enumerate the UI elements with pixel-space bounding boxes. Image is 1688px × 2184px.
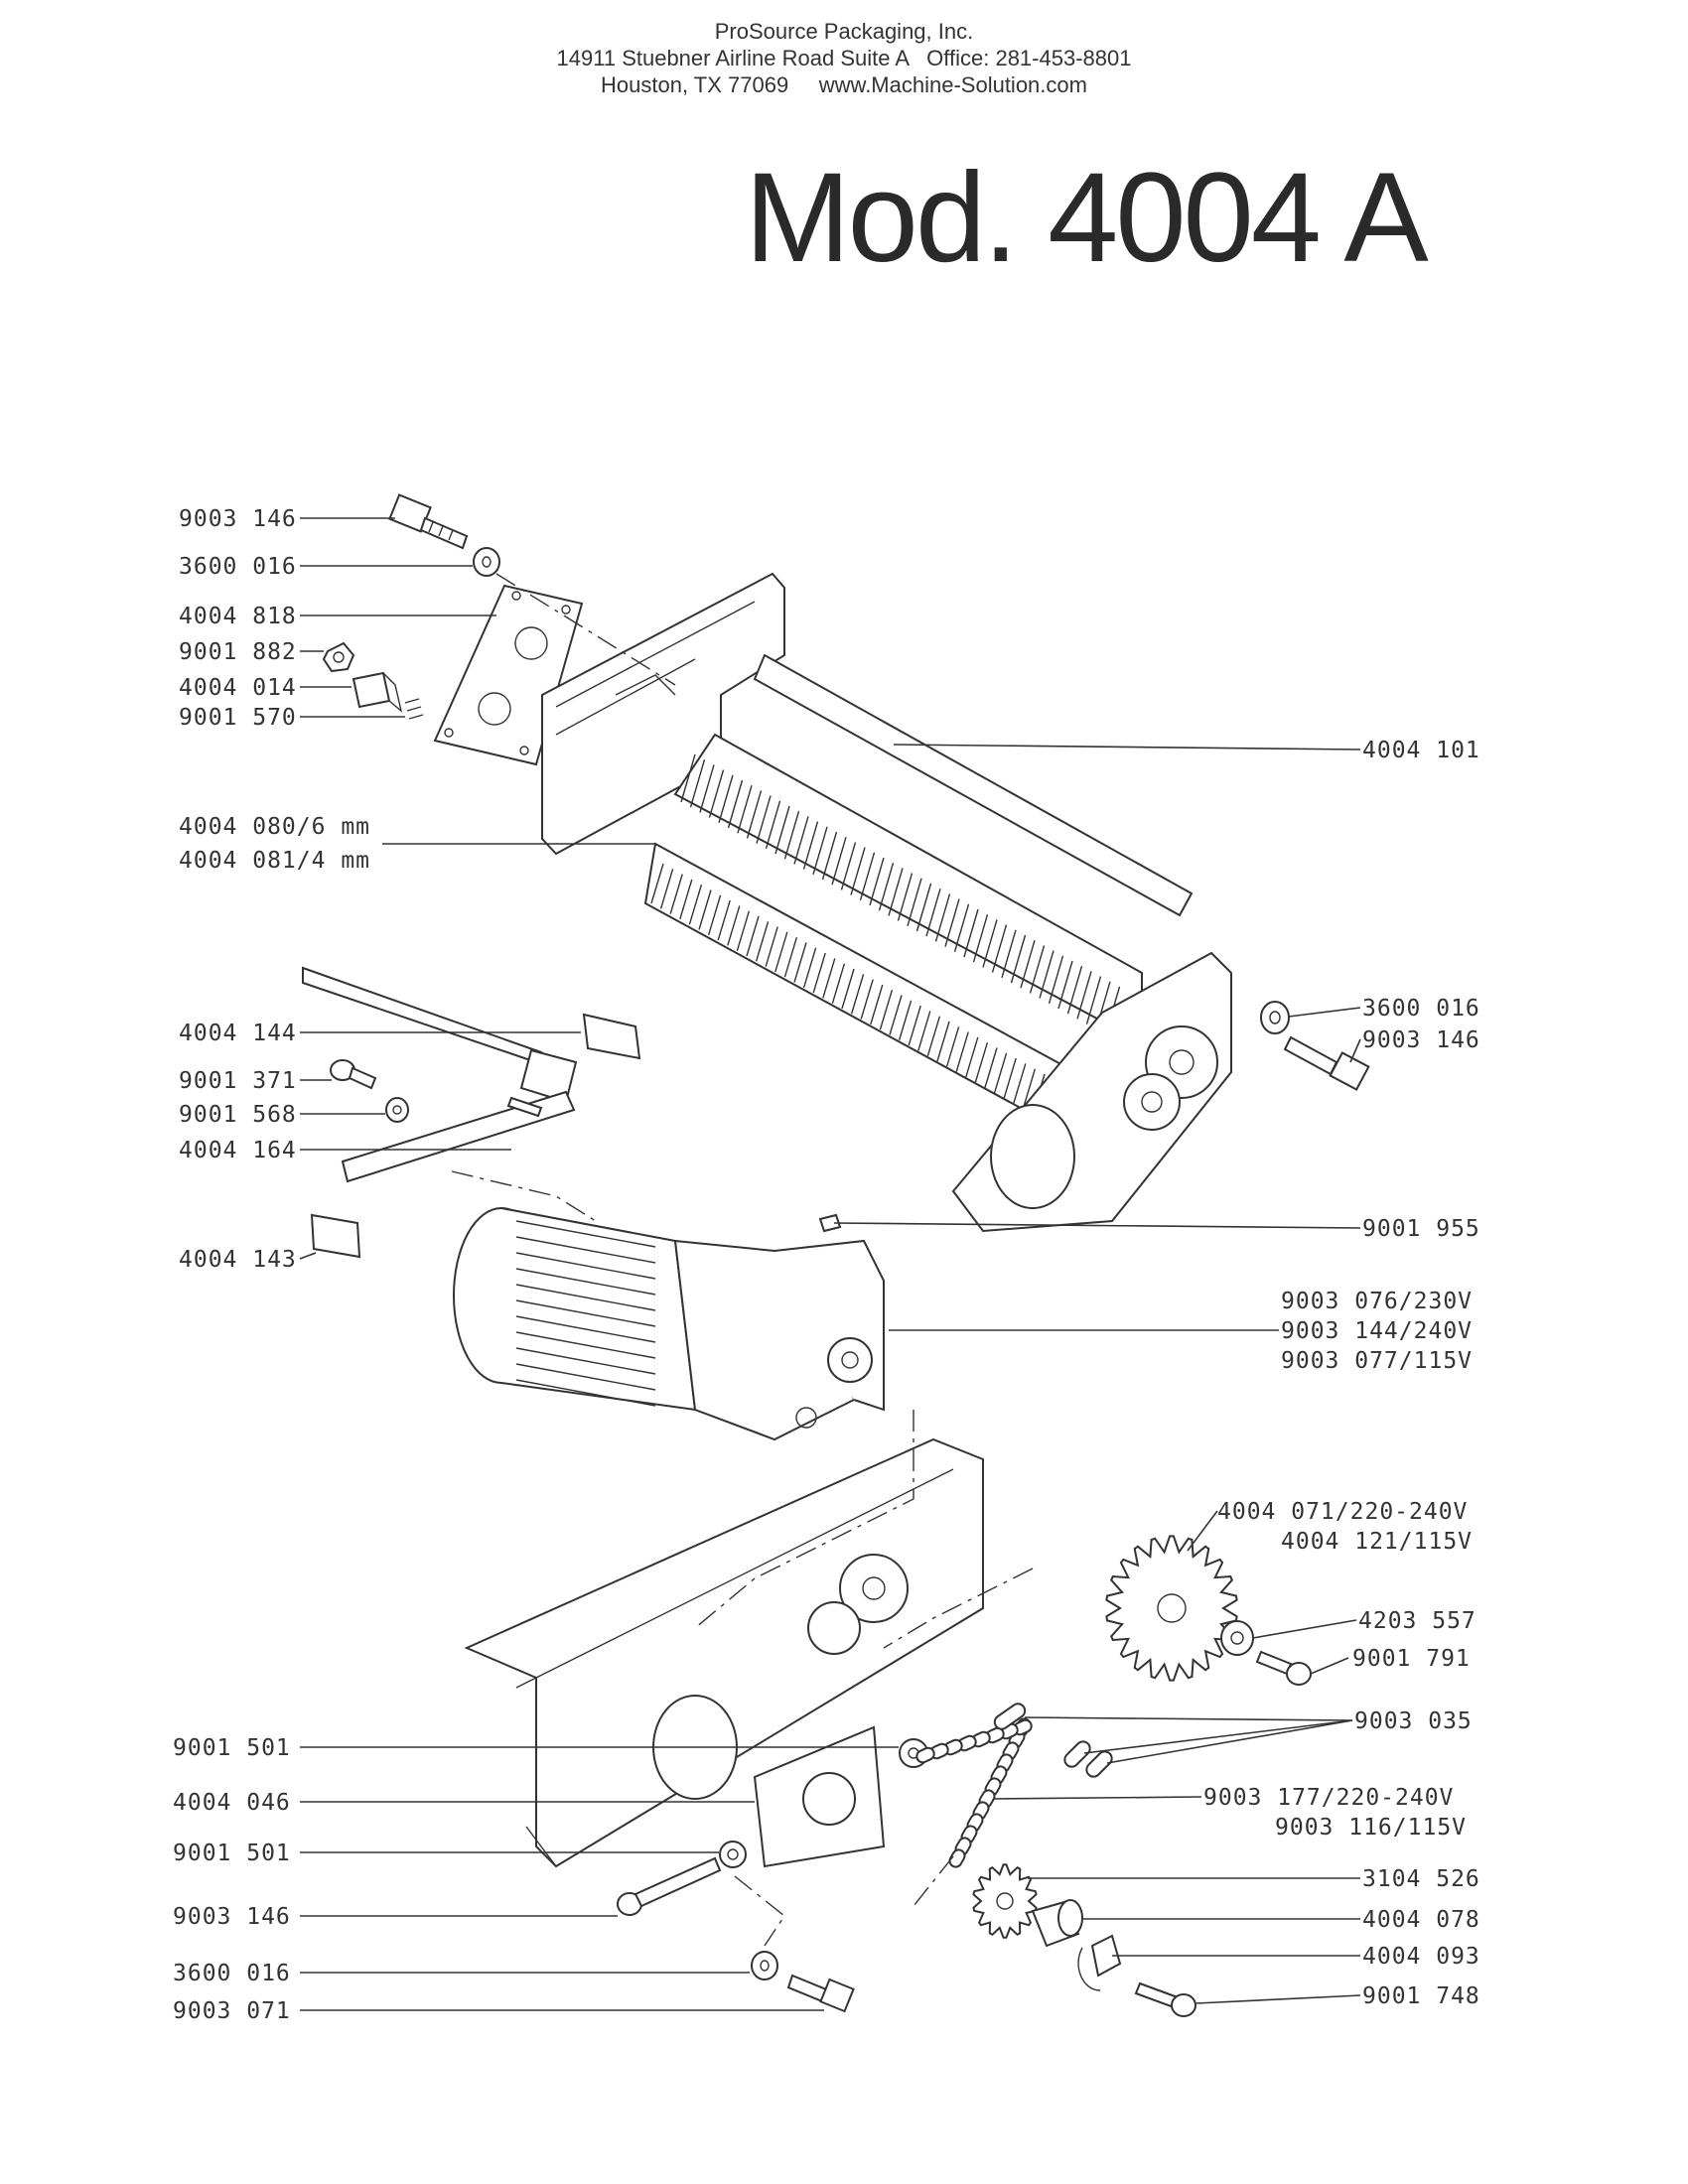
bolt-right-part — [1283, 1035, 1370, 1091]
label-4004-144: 4004 144 — [179, 1021, 297, 1046]
washer-right-part — [1260, 1001, 1290, 1034]
bolt-top-part — [388, 493, 469, 550]
small-screw-part — [404, 698, 424, 720]
label-3600-016-right: 3600 016 — [1362, 996, 1480, 1022]
spacer-part — [1220, 1620, 1254, 1656]
bolt-071-part — [786, 1974, 855, 2013]
chain-part — [915, 1717, 1033, 1868]
label-9003-071: 9003 071 — [173, 1998, 291, 2024]
company-name: ProSource Packaging, Inc. — [714, 19, 974, 44]
nut-b-part — [719, 1841, 747, 1868]
label-4004-046: 4004 046 — [173, 1790, 291, 1816]
label-9003-146-bottom: 9003 146 — [173, 1904, 291, 1930]
label-4203-557: 4203 557 — [1358, 1608, 1477, 1634]
label-4004-080: 4004 080/6 mm — [179, 814, 370, 840]
washer-top-part — [473, 547, 500, 577]
right-callouts: 4004 101 3600 016 9003 146 9001 955 9003… — [1203, 738, 1480, 2009]
label-4004-078: 4004 078 — [1362, 1907, 1480, 1933]
assembly-axis-lines — [451, 573, 1034, 1947]
label-9001-791: 9001 791 — [1352, 1646, 1471, 1672]
cutter-rollers-part — [643, 733, 1143, 1144]
washer-small-part — [385, 1097, 409, 1123]
label-9001-501-b: 9001 501 — [173, 1841, 291, 1866]
label-9001-882: 9001 882 — [179, 639, 297, 665]
label-9001-371: 9001 371 — [179, 1068, 297, 1094]
label-9001-748: 9001 748 — [1362, 1983, 1480, 2009]
frame-housing-part — [541, 572, 1194, 917]
label-4004-071: 4004 071/220-240V — [1217, 1499, 1468, 1525]
screw-part — [330, 1059, 377, 1090]
small-sprocket-part — [972, 1863, 1038, 1939]
label-3600-016-top: 3600 016 — [179, 554, 297, 580]
label-4004-164: 4004 164 — [179, 1138, 297, 1163]
label-9001-570: 9001 570 — [179, 705, 297, 731]
nut-part — [322, 641, 355, 673]
label-4004-081: 4004 081/4 mm — [179, 848, 370, 874]
label-3104-526: 3104 526 — [1362, 1866, 1480, 1892]
bracket-part — [352, 671, 403, 713]
label-9001-501-a: 9001 501 — [173, 1735, 291, 1761]
label-9001-955: 9001 955 — [1362, 1216, 1480, 1242]
gear-motor-part — [453, 1207, 885, 1441]
label-3600-016-bottom: 3600 016 — [173, 1961, 291, 1986]
left-callouts: 9003 146 3600 016 4004 818 9001 882 4004… — [173, 506, 370, 2024]
leader-lines — [299, 517, 1361, 2011]
company-address: 14911 Stuebner Airline Road Suite A Offi… — [556, 46, 1132, 70]
circlip-part — [1077, 1934, 1122, 1991]
label-4004-014: 4004 014 — [179, 675, 297, 701]
label-9001-568: 9001 568 — [179, 1102, 297, 1128]
label-9003-076: 9003 076/230V — [1281, 1289, 1473, 1314]
label-9003-035: 9003 035 — [1354, 1708, 1473, 1734]
label-9003-146-top: 9003 146 — [179, 506, 297, 532]
bushing-part — [1031, 1899, 1083, 1948]
pad-part — [310, 1213, 361, 1259]
label-4004-818: 4004 818 — [179, 604, 297, 629]
chain-connector-part — [993, 1703, 1113, 1778]
label-4004-143: 4004 143 — [179, 1247, 297, 1273]
flat-bar-part — [341, 1090, 576, 1183]
screw-791-part — [1255, 1650, 1312, 1686]
block-part — [582, 1013, 641, 1060]
label-4004-121: 4004 121/115V — [1281, 1529, 1473, 1555]
label-9003-177: 9003 177/220-240V — [1203, 1785, 1454, 1811]
label-9003-146-right: 9003 146 — [1362, 1027, 1480, 1053]
company-header: ProSource Packaging, Inc. 14911 Stuebner… — [0, 18, 1688, 98]
screw-748-part — [1134, 1981, 1196, 2017]
label-9003-116: 9003 116/115V — [1275, 1815, 1467, 1841]
lower-frame-part — [464, 1437, 984, 1868]
gear-side-plate-part — [951, 951, 1232, 1233]
label-4004-101: 4004 101 — [1362, 738, 1480, 763]
label-4004-093: 4004 093 — [1362, 1944, 1480, 1970]
model-title: Mod. 4004 A — [745, 147, 1429, 289]
bolt-bottom-part — [617, 1856, 722, 1916]
large-sprocket-part — [1105, 1535, 1238, 1682]
label-9003-144: 9003 144/240V — [1281, 1318, 1473, 1344]
label-9003-077: 9003 077/115V — [1281, 1348, 1473, 1374]
mount-plate-part — [753, 1725, 886, 1868]
washer-bottom-part — [751, 1951, 778, 1980]
company-city-web: Houston, TX 77069 www.Machine-Solution.c… — [601, 72, 1087, 97]
guide-rail-part — [302, 966, 578, 1104]
